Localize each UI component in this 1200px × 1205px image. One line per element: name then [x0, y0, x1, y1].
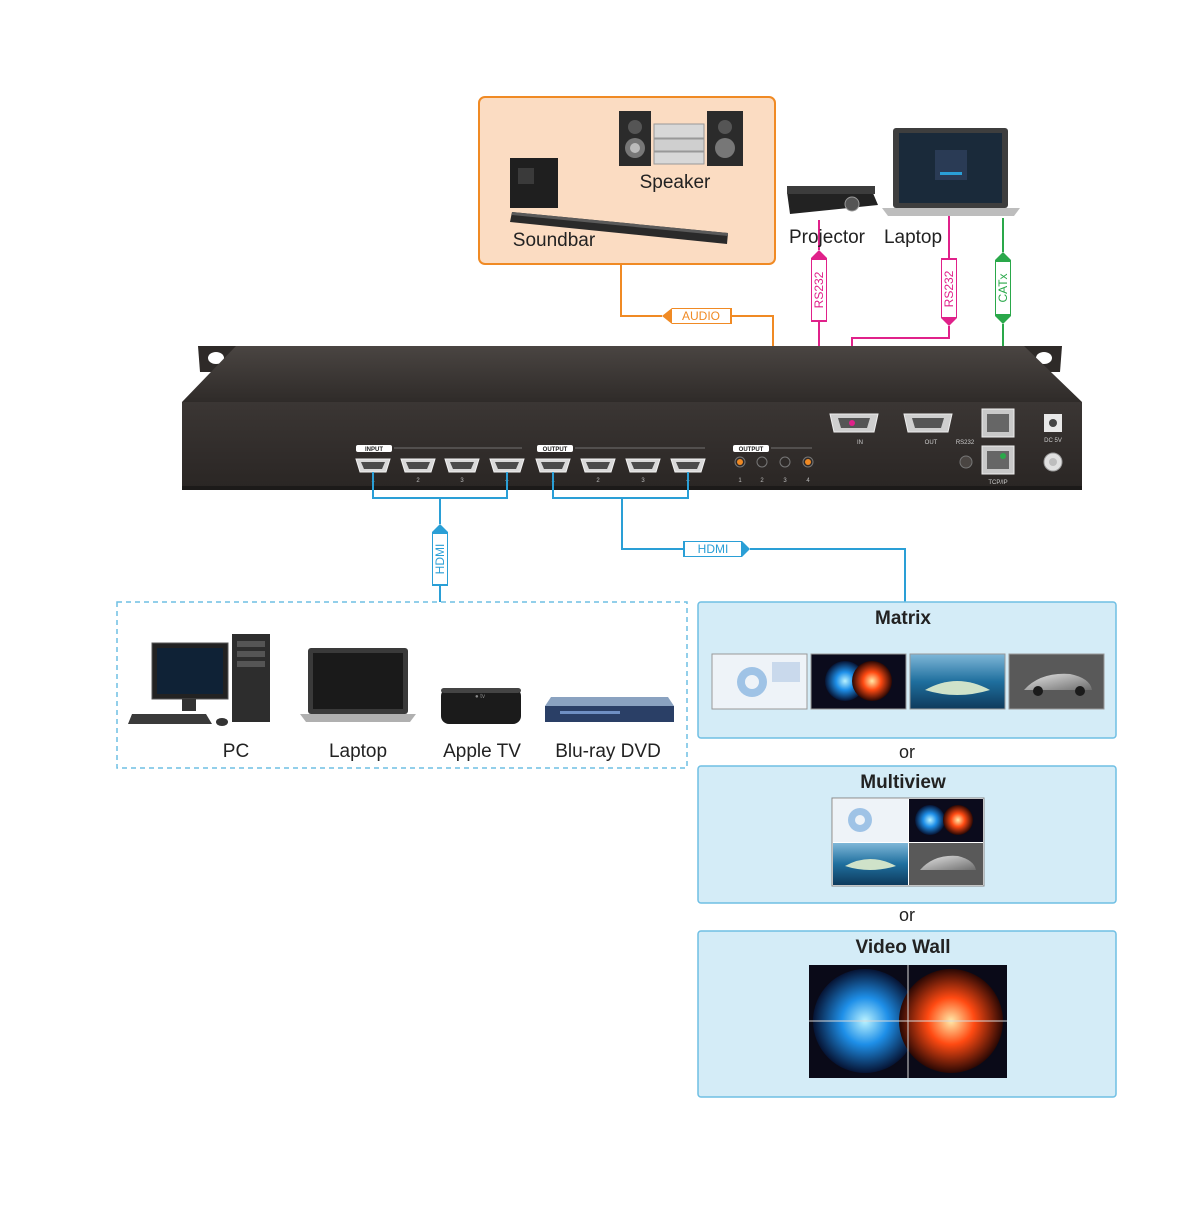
matrix-switcher-chassis — [182, 346, 1082, 490]
audio-output-port-3-number: 3 — [783, 478, 787, 484]
matrix-title: Matrix — [875, 608, 931, 629]
or-separator-2: or — [898, 905, 916, 925]
audio-output-port-4-number: 4 — [806, 478, 810, 484]
hdmi-input-tag: HDMI — [432, 524, 448, 586]
apple-tv-icon: ● tv — [441, 688, 521, 724]
speaker-label: Speaker — [639, 172, 711, 193]
hdmi-output-port-4[interactable] — [670, 458, 706, 473]
svg-text:CATx: CATx — [996, 273, 1010, 302]
svg-text:● tv: ● tv — [475, 694, 485, 700]
audio-connection-dot-1 — [737, 459, 743, 465]
projector-icon — [787, 186, 878, 214]
hdmi-output-tag: HDMI — [683, 541, 750, 557]
multiview-quad-3 — [833, 843, 908, 885]
laptop-source-icon — [300, 648, 416, 722]
audio-output-port-2[interactable] — [756, 456, 768, 468]
tcpip-label: TCP/IP — [988, 480, 1007, 486]
source-devices-box: ● tv — [116, 601, 688, 769]
hdmi-cables — [372, 472, 906, 602]
svg-text:RS232: RS232 — [942, 270, 956, 307]
audio-output-port-1-number: 1 — [738, 478, 742, 484]
videowall-title: Video Wall — [855, 937, 951, 958]
matrix-screen-3 — [909, 653, 1006, 710]
multiview-quad-1 — [833, 799, 908, 842]
audio-output-port-3[interactable] — [779, 456, 791, 468]
rj45-port-top[interactable] — [981, 408, 1015, 438]
matrix-panel — [697, 601, 1117, 739]
source-label-pc: PC — [222, 741, 250, 762]
catx-tag: CATx — [995, 252, 1011, 324]
bluray-dvd-icon — [545, 697, 674, 722]
rs232-out-port[interactable] — [903, 413, 953, 433]
hdmi-input-port-2-number: 2 — [416, 478, 420, 484]
projector-label: Projector — [788, 227, 866, 248]
rs232-caption: RS232 — [956, 440, 975, 446]
svg-text:RS232: RS232 — [812, 271, 826, 308]
rs232-tag-laptop: RS232 — [941, 258, 957, 326]
matrix-screen-2 — [810, 653, 907, 710]
hdmi-input-port-2[interactable] — [400, 458, 436, 473]
multiview-title: Multiview — [860, 772, 946, 793]
rs232-out-label: OUT — [925, 440, 938, 446]
or-separator-1: or — [898, 742, 916, 762]
hdmi-output-port-2[interactable] — [580, 458, 616, 473]
hdmi-input-port-3[interactable] — [444, 458, 480, 473]
hdmi-output-port-3-number: 3 — [641, 478, 645, 484]
hdmi-output-port-2-number: 2 — [596, 478, 600, 484]
multiview-panel — [697, 765, 1117, 904]
ground-screw — [1043, 452, 1063, 472]
audio-output-panel-label: OUTPUT — [739, 447, 764, 453]
audio-port-group: 1 2 3 4 — [734, 456, 814, 484]
matrix-screen-1 — [711, 653, 808, 710]
hdmi-output-port-3[interactable] — [625, 458, 661, 473]
soundbar-icon — [510, 158, 728, 244]
input-panel-label: INPUT — [365, 447, 383, 453]
audio-connection-dot-4 — [805, 459, 811, 465]
svg-text:AUDIO: AUDIO — [682, 309, 720, 323]
rs232-tag-projector: RS232 — [811, 250, 827, 322]
source-label-bluray: Blu-ray DVD — [555, 741, 661, 762]
tcpip-port[interactable] — [981, 445, 1015, 475]
pc-icon — [128, 634, 270, 726]
audio-tag: AUDIO — [662, 308, 732, 324]
source-label-laptop: Laptop — [328, 741, 388, 762]
multiview-quad-4 — [909, 843, 983, 885]
power-port[interactable] — [1044, 414, 1062, 432]
rs232-in-label: IN — [857, 440, 863, 446]
svg-text:HDMI: HDMI — [698, 542, 729, 556]
speaker-icon — [619, 111, 743, 166]
audio-output-port-2-number: 2 — [760, 478, 764, 484]
output-panel-label: OUTPUT — [543, 447, 568, 453]
hdmi-output-port-1[interactable] — [535, 458, 571, 473]
videowall-panel — [697, 930, 1117, 1098]
soundbar-label: Soundbar — [512, 230, 596, 251]
hdmi-input-port-4[interactable] — [489, 458, 525, 473]
svg-text:HDMI: HDMI — [433, 544, 447, 575]
power-label: DC 5V — [1044, 438, 1062, 444]
laptop-top-label: Laptop — [883, 227, 943, 248]
matrix-screen-4 — [1008, 653, 1105, 710]
multiview-quad-2 — [909, 799, 983, 842]
audio-devices-box — [478, 96, 776, 265]
hdmi-input-port-1[interactable] — [355, 458, 391, 473]
source-label-apple-tv: Apple TV — [443, 741, 521, 762]
laptop-top-icon — [882, 128, 1020, 216]
hdmi-input-port-3-number: 3 — [460, 478, 464, 484]
